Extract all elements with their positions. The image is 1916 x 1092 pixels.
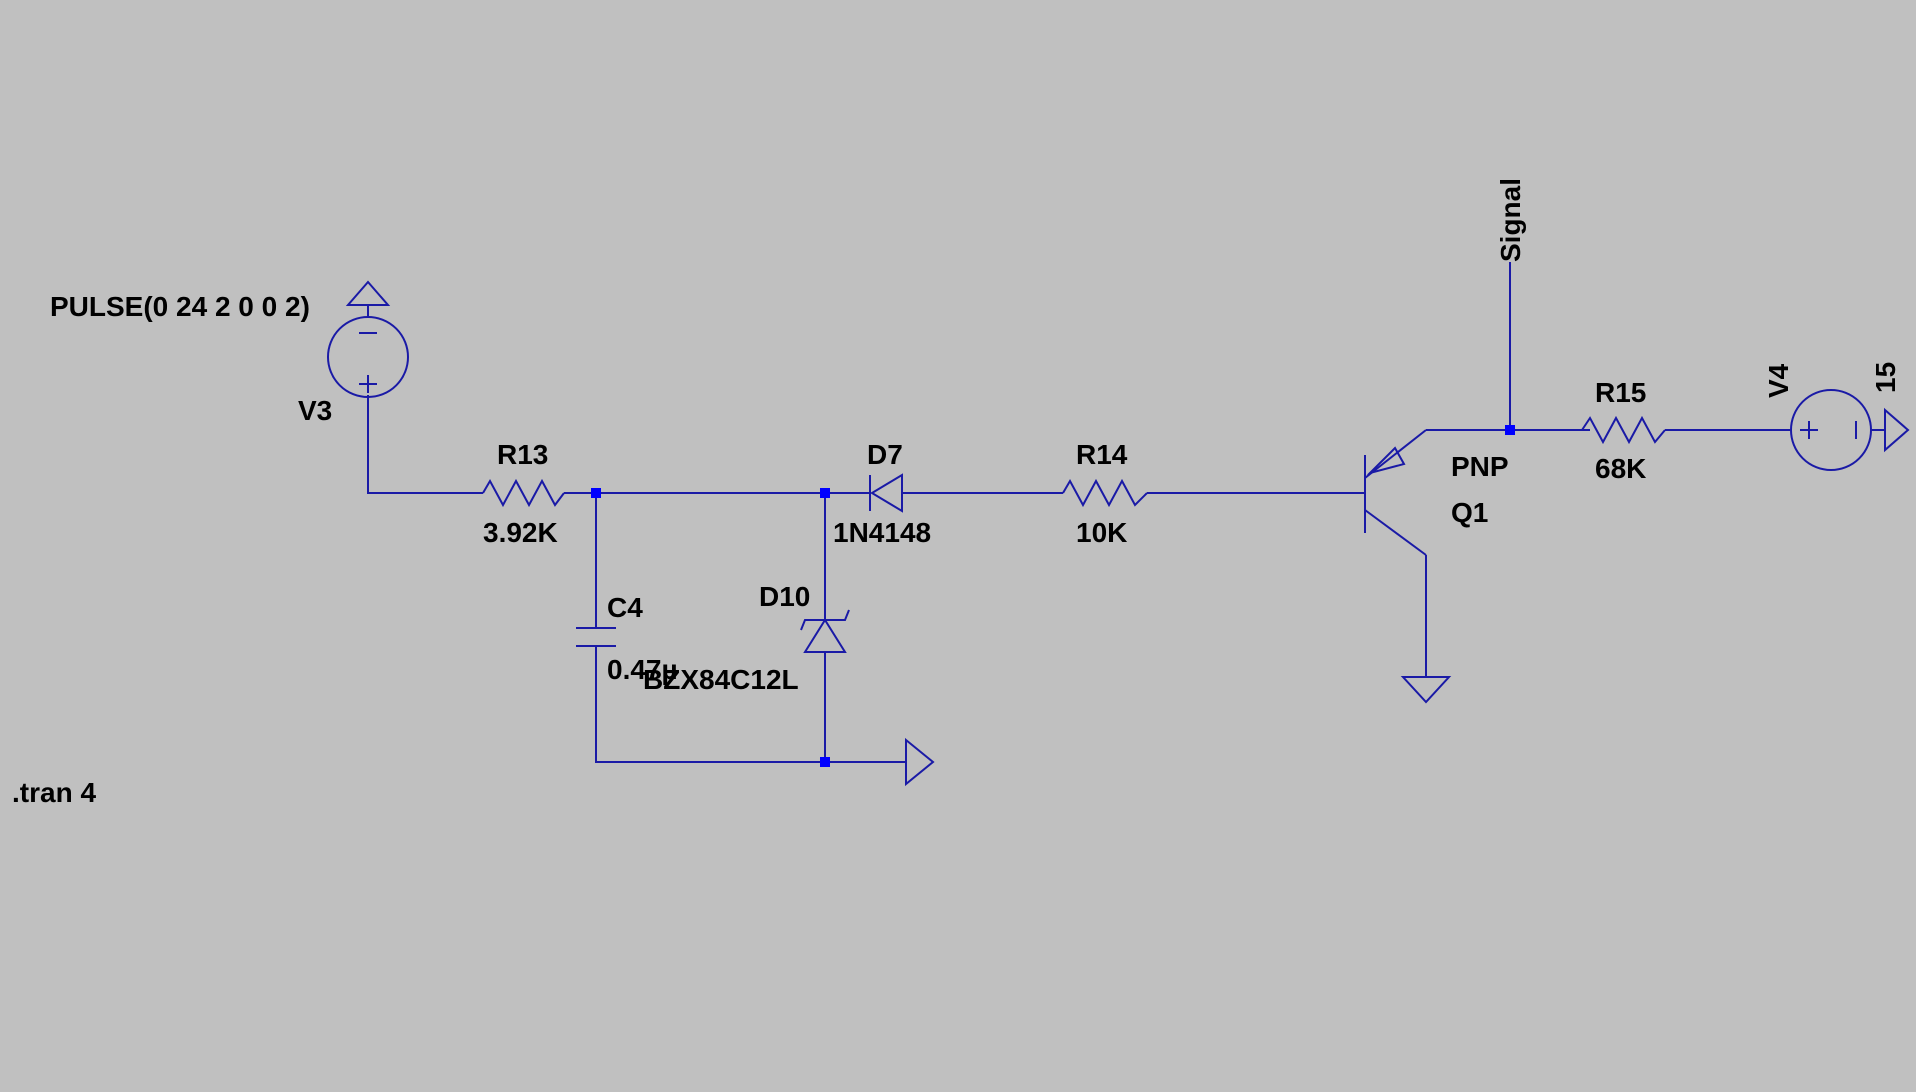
wire-v3-to-r13[interactable]	[367, 395, 483, 494]
q1-name-label: Q1	[1451, 497, 1488, 528]
v3-name-label: V3	[298, 395, 332, 426]
zener-diode-d10[interactable]: D10 BZX84C12L	[643, 581, 850, 695]
junction-node	[591, 488, 601, 498]
voltage-source-v3[interactable]: PULSE(0 24 2 0 0 2) V3	[50, 280, 409, 426]
resistor-icon	[1062, 478, 1148, 508]
c4-value-label: 0.47µ	[607, 654, 678, 685]
resistor-icon	[1581, 415, 1666, 445]
junction-node	[1505, 425, 1515, 435]
diode-icon	[870, 473, 903, 513]
d10-name-label: D10	[759, 581, 810, 612]
d7-value-label: 1N4148	[833, 517, 931, 548]
signal-net-label[interactable]: Signal	[1495, 178, 1526, 262]
wires	[367, 262, 1790, 763]
junctions	[591, 425, 1515, 767]
ground-arrow-icon	[345, 280, 391, 306]
ground-arrow-icon	[1884, 407, 1910, 453]
v4-name-label: V4	[1763, 363, 1794, 398]
ground-icon	[905, 737, 935, 787]
r14-value-label: 10K	[1076, 517, 1127, 548]
resistor-icon	[482, 478, 565, 508]
capacitor-c4[interactable]: C4 0.47µ	[576, 592, 678, 685]
v3-value-label: PULSE(0 24 2 0 0 2)	[50, 291, 310, 322]
r15-value-label: 68K	[1595, 453, 1646, 484]
r15-name-label: R15	[1595, 377, 1646, 408]
v4-value-label: 15	[1870, 362, 1901, 393]
r13-name-label: R13	[497, 439, 548, 470]
r14-name-label: R14	[1076, 439, 1128, 470]
resistor-r14[interactable]: R14 10K	[1062, 439, 1148, 548]
d7-name-label: D7	[867, 439, 903, 470]
junction-node	[820, 488, 830, 498]
transistor-q1[interactable]: PNP Q1	[1364, 429, 1509, 556]
plus-sign-icon	[359, 375, 377, 393]
diode-d7[interactable]: D7 1N4148	[833, 439, 931, 548]
junction-node	[820, 757, 830, 767]
resistor-r13[interactable]: R13 3.92K	[482, 439, 565, 548]
d10-value-label: BZX84C12L	[643, 664, 799, 695]
pnp-arrow-icon	[1366, 446, 1406, 475]
c4-name-label: C4	[607, 592, 643, 623]
plus-sign-icon	[1800, 421, 1818, 439]
ground-icon	[1400, 676, 1452, 704]
wire-c4-bottom[interactable]	[595, 646, 825, 763]
voltage-source-v4[interactable]: V4 15	[1763, 362, 1910, 471]
r13-value-label: 3.92K	[483, 517, 558, 548]
q1-value-label: PNP	[1451, 451, 1509, 482]
resistor-r15[interactable]: R15 68K	[1581, 377, 1666, 484]
spice-directive[interactable]: .tran 4	[12, 777, 96, 808]
zener-diode-icon	[803, 618, 847, 653]
